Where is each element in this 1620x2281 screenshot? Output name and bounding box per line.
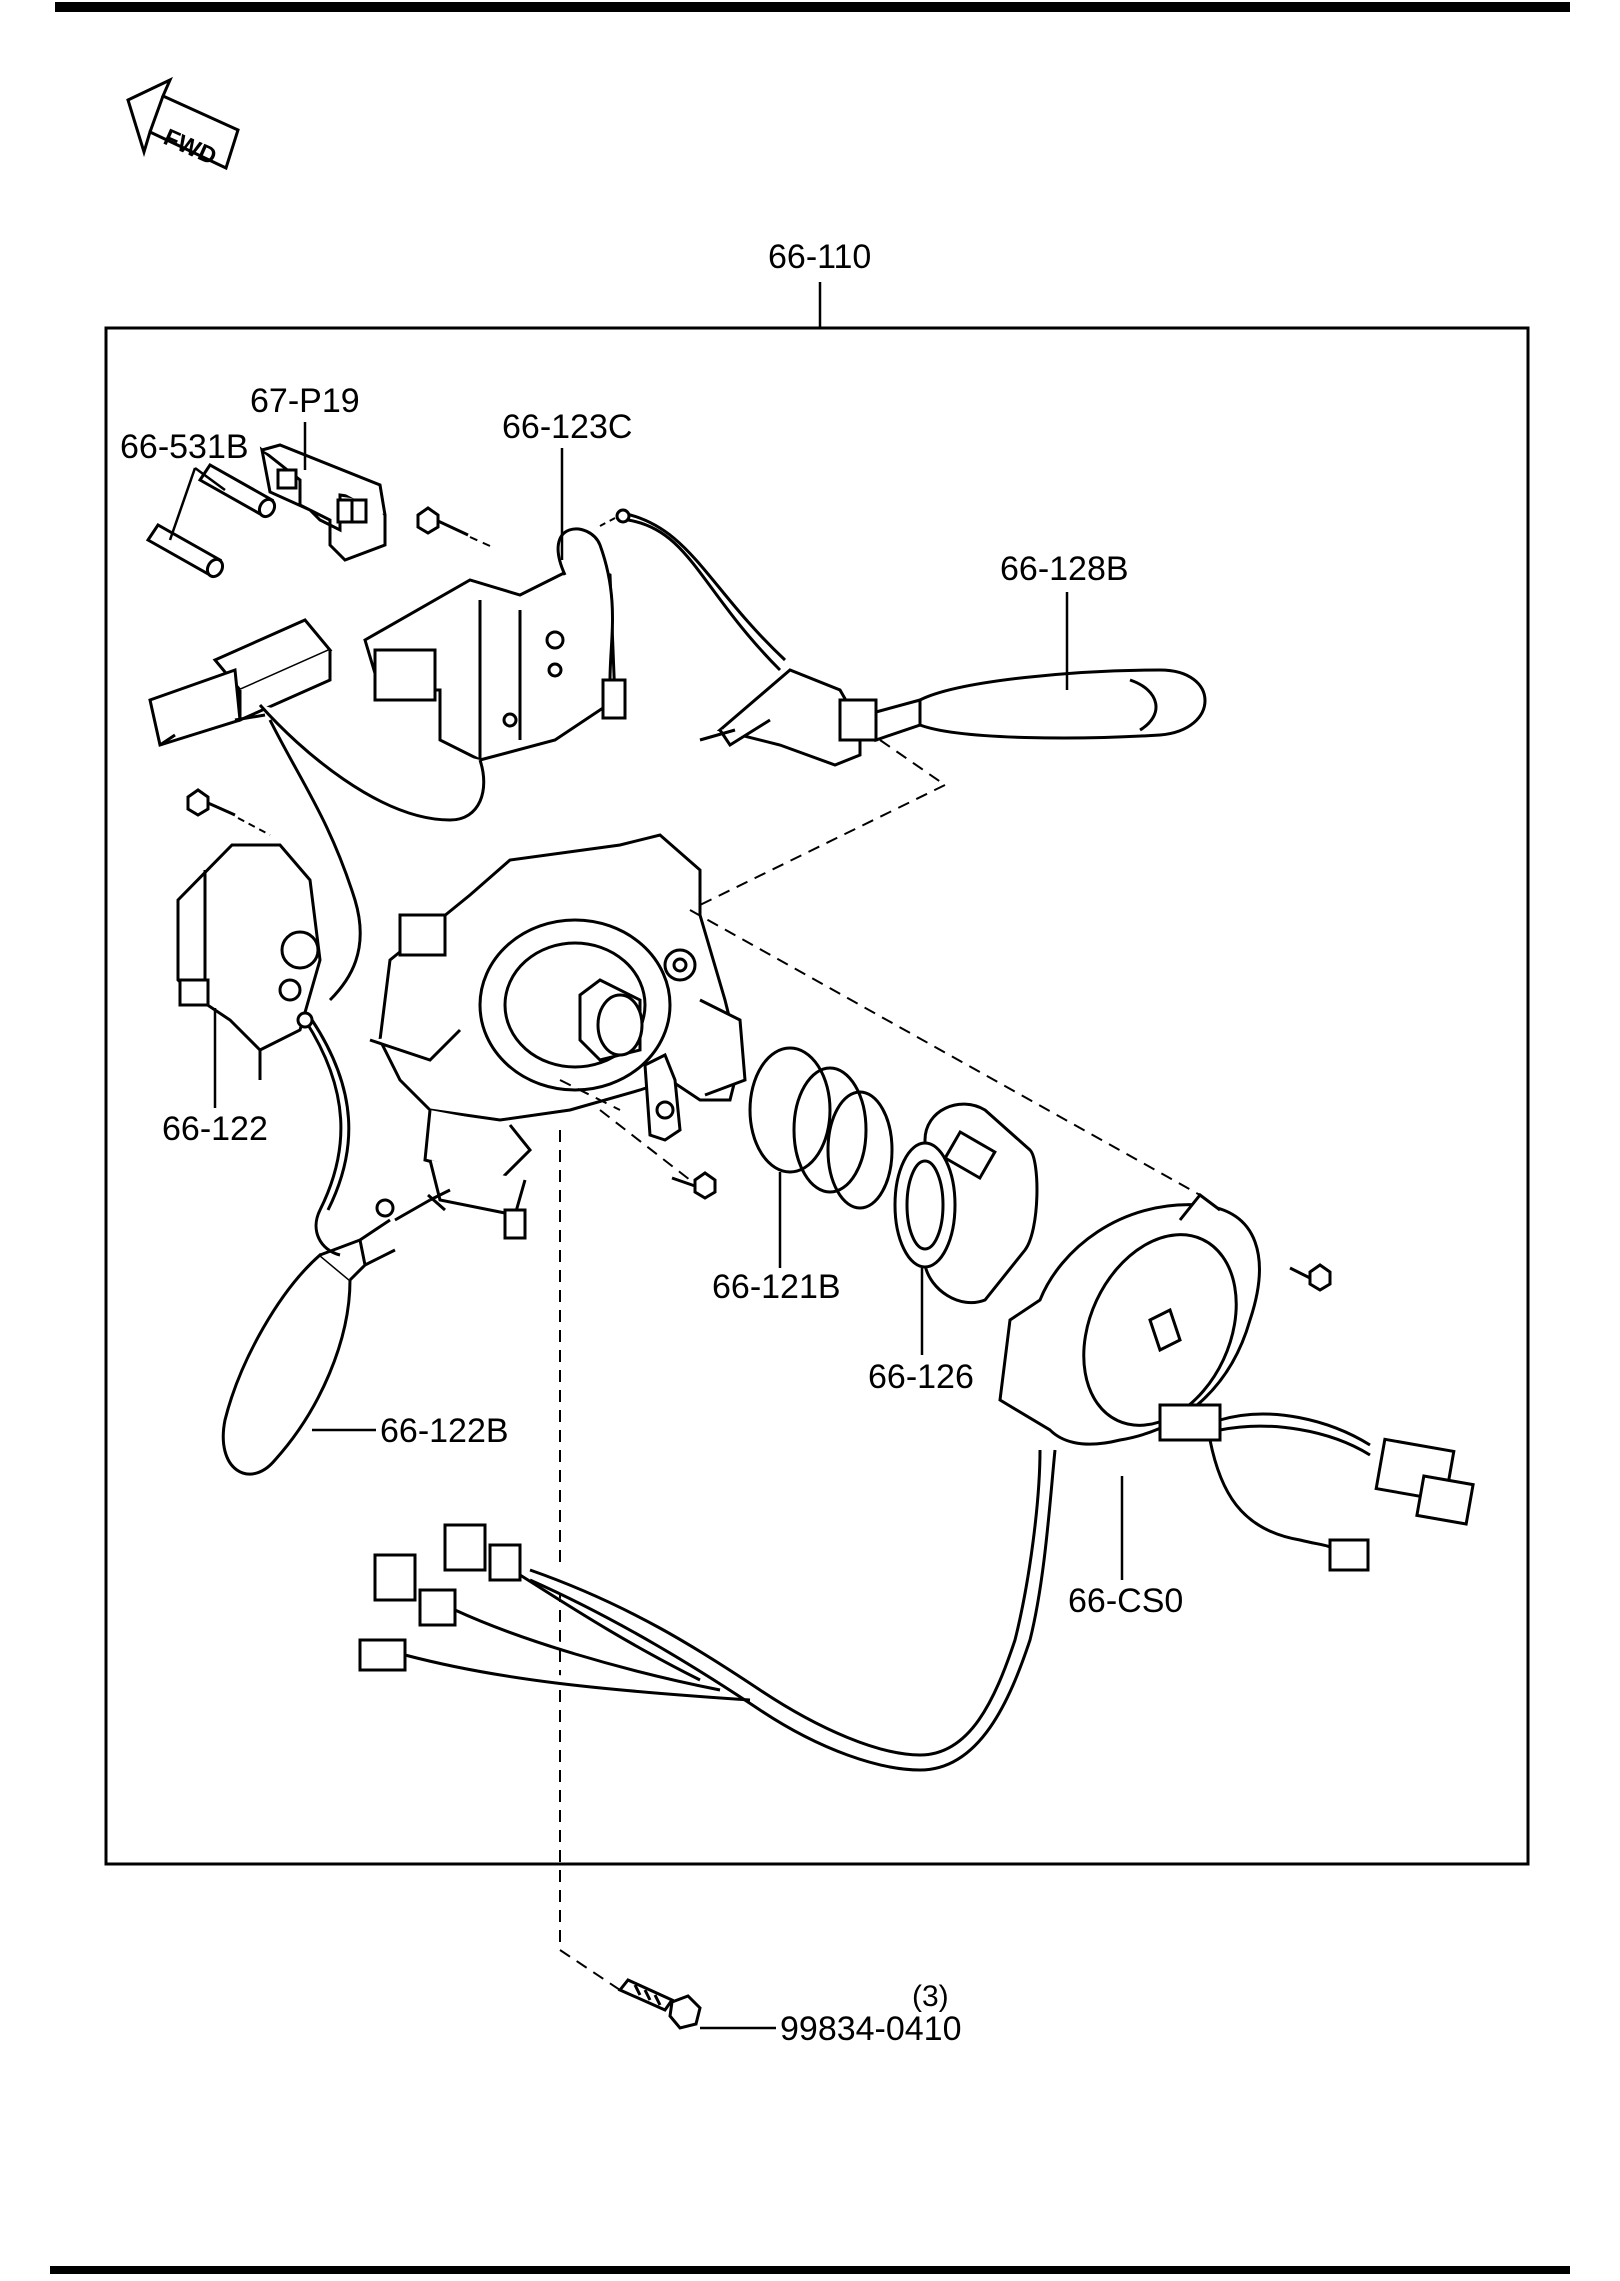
leader-dash-128B-b: [699, 784, 946, 906]
part-label-66-122: 66-122: [162, 1110, 268, 1148]
part-label-66-121B: 66-121B: [712, 1268, 841, 1306]
bottom-rule: [50, 2266, 1570, 2274]
clip-drawing: [259, 443, 387, 562]
wire-66-123C: [615, 508, 787, 672]
small-screw-66-122: [186, 788, 236, 817]
part-label-66-110: 66-110: [768, 238, 871, 276]
leader-dash-123C-wire: [599, 517, 616, 527]
screw-quantity: (3): [912, 1980, 949, 2013]
part-label-67-P19: 67-P19: [250, 382, 360, 420]
tube-pair-drawing: [145, 463, 277, 579]
leader-66-531B-b: [194, 466, 226, 492]
part-label-66-531B: 66-531B: [120, 428, 249, 466]
part-label-66-CS0: 66-CS0: [1068, 1582, 1183, 1620]
clock-spring-66-CS0-drawing: [998, 1192, 1261, 1446]
switch-66-122-drawing: [176, 843, 322, 1080]
top-rule: [55, 2, 1570, 12]
part-label-66-128B: 66-128B: [1000, 550, 1129, 588]
part-label-66-126: 66-126: [868, 1358, 974, 1396]
dashed-guide-lines: [559, 909, 1201, 1991]
assembly-box: [104, 326, 1530, 1866]
small-screw-top: [416, 506, 469, 537]
small-screw-middle: [671, 1171, 717, 1200]
main-harness-drawing: [358, 1449, 1057, 1772]
wire-66-122: [303, 1019, 351, 1257]
small-screw-cs0: [1289, 1263, 1332, 1292]
part-label-66-123C: 66-123C: [502, 408, 632, 446]
cs0-connectors-drawing: [1158, 1403, 1475, 1572]
leader-dash-screw-122: [237, 817, 271, 836]
wire-connector-66-122: [296, 1011, 314, 1029]
leader-dash-128B: [879, 739, 946, 786]
fwd-arrow-icon: [126, 76, 240, 171]
part-label-99834-0410: 99834-0410: [780, 2010, 962, 2048]
stalk-66-128B-drawing: [699, 668, 1207, 767]
switch-66-123C-drawing: [363, 527, 627, 762]
switch-base-drawing: [369, 833, 747, 1240]
long-screw-drawing: [617, 1978, 702, 2030]
spring-66-121B-drawing: [748, 1046, 894, 1210]
small-clip-drawing: [643, 1052, 682, 1142]
stalk-66-122B-drawing: [221, 1188, 451, 1476]
leader-dash-screw-top: [469, 536, 491, 547]
connectors-top-left-drawing: [148, 618, 486, 1002]
leader-66-531B-a: [168, 467, 197, 541]
sleeve-66-126-drawing: [893, 1102, 1039, 1305]
part-label-66-122B: 66-122B: [380, 1412, 509, 1450]
